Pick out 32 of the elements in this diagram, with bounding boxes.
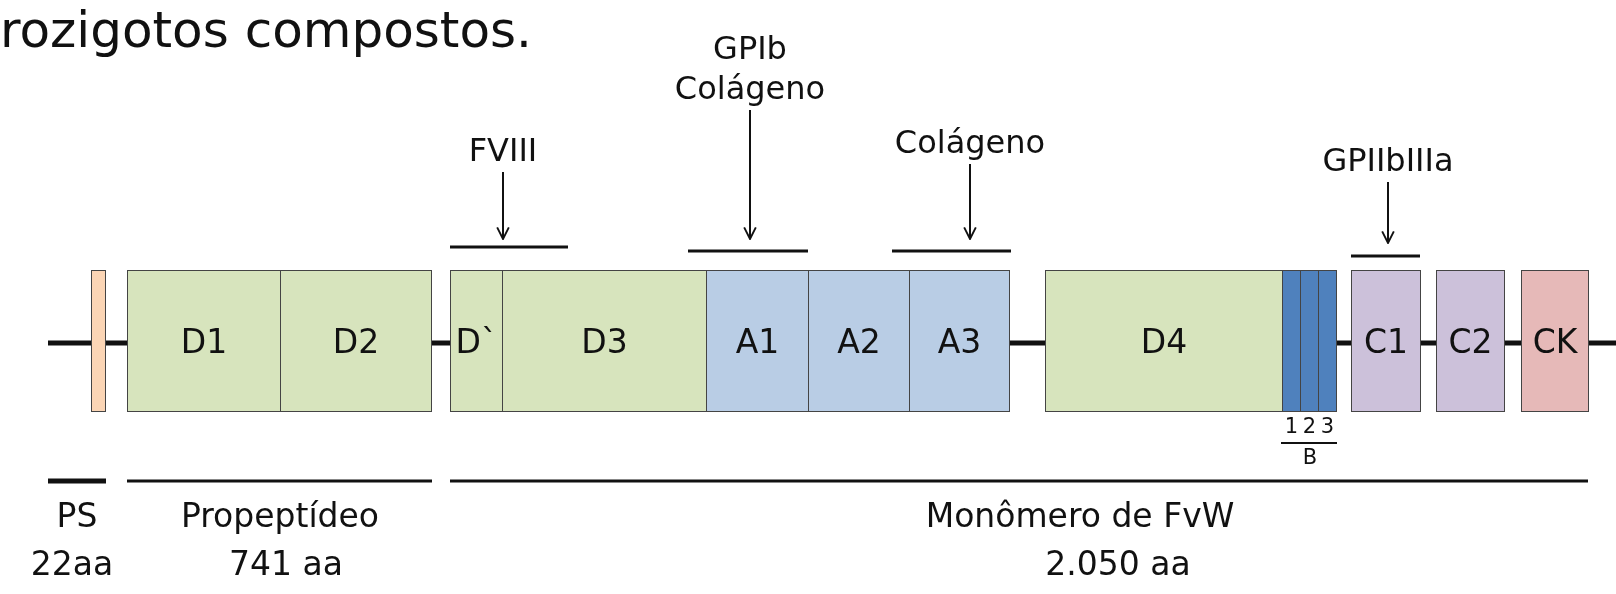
domain-box: A1 — [706, 270, 809, 412]
arrow — [963, 163, 977, 240]
arrow — [496, 171, 510, 240]
domain-box: A2 — [808, 270, 910, 412]
repeat-number: 2 — [1301, 414, 1318, 438]
domain-box: C2 — [1436, 270, 1505, 412]
binding-site-label: Colágeno — [860, 122, 1080, 162]
region-label: Monômero de FvW — [924, 496, 1236, 536]
length-label: 22aa — [29, 544, 115, 584]
domain-box: CK — [1521, 270, 1589, 412]
repeat-number: 1 — [1283, 414, 1300, 438]
length-label: 741 aa — [228, 544, 344, 584]
binding-site-label: GPIIbIIIa — [1268, 140, 1508, 180]
domain-box: D` — [450, 270, 503, 412]
region-label: Propeptídeo — [179, 496, 381, 536]
domain-box: C1 — [1351, 270, 1421, 412]
domain-box: A3 — [909, 270, 1010, 412]
heading-text: rozigotos compostos. — [0, 0, 532, 60]
domain-box: D1 — [127, 270, 281, 412]
domain-box: D4 — [1045, 270, 1283, 412]
domain-box: D3 — [502, 270, 707, 412]
region-label: B — [1301, 445, 1319, 469]
binding-site-label: FVIII — [443, 130, 563, 170]
region-label: PS — [55, 496, 99, 536]
binding-site-label: GPIb Colágeno — [665, 28, 835, 108]
repeat-number: 3 — [1319, 414, 1336, 438]
arrow — [743, 109, 757, 240]
repeat-box — [1318, 270, 1337, 412]
length-label: 2.050 aa — [1044, 544, 1192, 584]
arrow — [1381, 181, 1395, 244]
peptide-box — [91, 270, 106, 412]
domain-box: D2 — [280, 270, 432, 412]
